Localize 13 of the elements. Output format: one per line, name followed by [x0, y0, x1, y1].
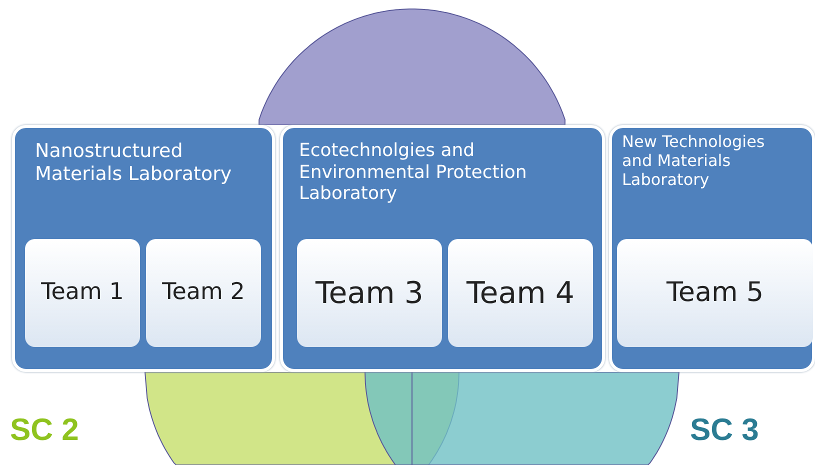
laboratory-title: New Technologies and Materials Laboratory	[622, 132, 766, 190]
team-box: Team 3	[297, 239, 442, 347]
laboratory-panel	[12, 125, 275, 372]
team-box: Team 1	[25, 239, 140, 347]
circle-label: SC 2	[10, 412, 79, 448]
team-box: Team 5	[617, 239, 813, 347]
laboratory-title: Nanostructured Materials Laboratory	[35, 140, 233, 186]
laboratory-panel	[280, 125, 605, 372]
team-box: Team 2	[146, 239, 261, 347]
circle-label: SC 3	[690, 412, 759, 448]
team-box: Team 4	[448, 239, 593, 347]
laboratory-panel	[609, 125, 815, 372]
laboratory-title: Ecotechnolgies and Environmental Protection Laboratory	[299, 140, 528, 205]
